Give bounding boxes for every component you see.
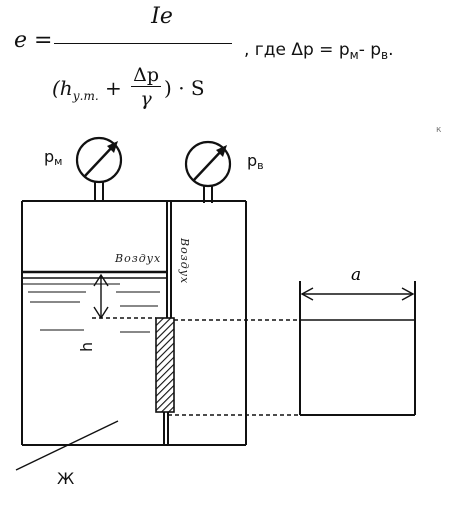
gauge-right (184, 140, 232, 203)
denominator-close: ) · S (164, 76, 205, 100)
formula-where-clause: , где Δp = pм- pв. (244, 40, 394, 62)
tank-outline (21, 200, 247, 446)
fraction-bar (54, 43, 232, 44)
liquid-surface (22, 270, 167, 333)
pm-sub: м (349, 48, 359, 62)
inner-denominator: γ (140, 88, 152, 110)
dimension-a-label: a (351, 265, 361, 285)
liquid-label: Ж (57, 469, 74, 488)
stray-mark: к (436, 125, 442, 135)
dash-text: - p (358, 40, 382, 60)
hatched-gate (155, 317, 175, 413)
dimension-a (300, 287, 415, 301)
gauge-left (75, 136, 123, 200)
gauge-left-label: pм (44, 147, 62, 168)
where-text: , где Δp = p (244, 40, 350, 60)
dimension-h-label: h (77, 342, 96, 352)
gauge-right-label: pв (247, 151, 264, 172)
formula-numerator: Ie (151, 4, 173, 29)
right-vessel (299, 281, 416, 416)
denominator-sub: у.т. (72, 89, 99, 103)
denominator-plus: + (105, 76, 122, 100)
connecting-lines (168, 319, 300, 416)
formula-denominator: (hу.т. + Δp γ ) · S (52, 64, 205, 113)
pv-sub: в (381, 48, 389, 62)
liquid-leader-line (15, 420, 119, 471)
end-dot: . (388, 40, 394, 60)
inner-fraction: Δp γ (131, 64, 162, 111)
formula-equals: = (34, 28, 53, 53)
air-label-left: Воздух (114, 252, 161, 265)
denominator-open: (h (52, 76, 73, 100)
formula-lhs: e (14, 28, 28, 53)
formula: e = Ie (hу.т. + Δp γ ) · S , где Δp = pм… (0, 0, 467, 120)
air-label-right: Воздух (178, 237, 191, 284)
dimension-h (92, 273, 156, 320)
inner-numerator: Δp (131, 64, 162, 87)
